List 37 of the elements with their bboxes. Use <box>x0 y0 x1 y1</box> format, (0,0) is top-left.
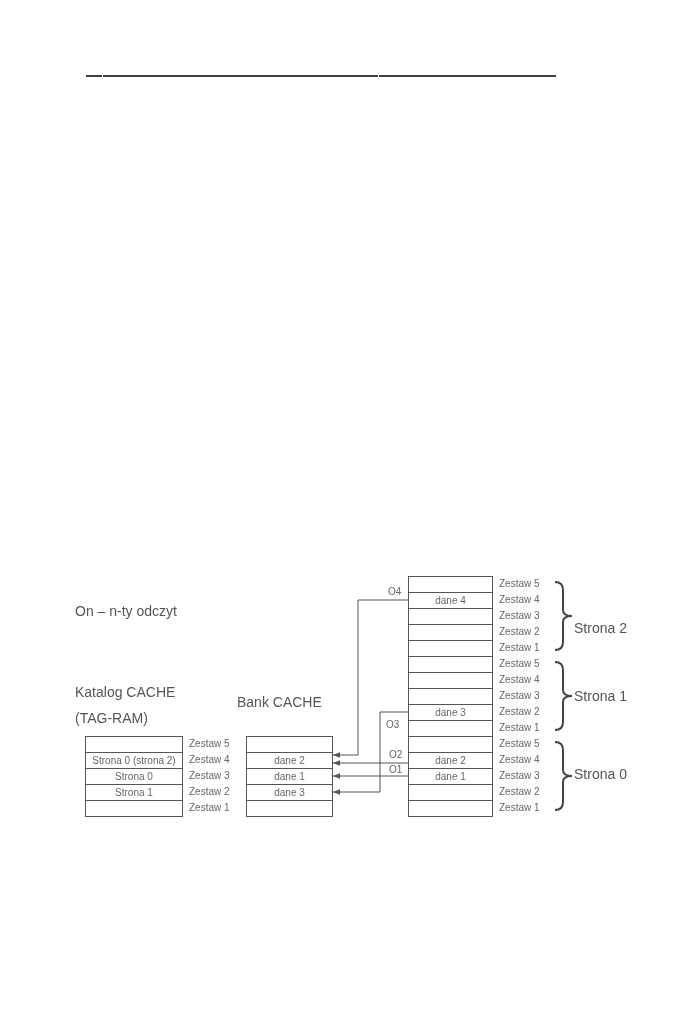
column-heading: Bank CACHE <box>237 694 323 710</box>
set-label: Zestaw 2 <box>499 626 540 638</box>
set-label: Zestaw 4 <box>189 754 230 766</box>
set-label: Zestaw 1 <box>499 802 540 814</box>
set-label: Zestaw 1 <box>189 802 230 814</box>
edge-label: O4 <box>387 586 403 597</box>
set-label: Zestaw 3 <box>499 610 540 622</box>
page-label: Strona 0 <box>574 766 628 782</box>
edge-label: O2 <box>388 749 404 760</box>
set-label: Zestaw 3 <box>189 770 230 782</box>
arrow <box>332 711 409 795</box>
set-label: Zestaw 4 <box>499 674 540 686</box>
set-label: Zestaw 2 <box>499 786 540 798</box>
note-text: On – n-ty odczyt <box>75 603 178 619</box>
set-label: Zestaw 1 <box>499 642 540 654</box>
set-label: Zestaw 3 <box>499 690 540 702</box>
set-label: Zestaw 5 <box>499 658 540 670</box>
set-label: Zestaw 3 <box>499 770 540 782</box>
set-label: Zestaw 5 <box>499 578 540 590</box>
column-heading: Katalog CACHE (TAG-RAM) <box>75 683 177 728</box>
edge-label: O3 <box>385 719 401 730</box>
set-label: Zestaw 4 <box>499 754 540 766</box>
arrow <box>332 599 409 758</box>
memory-cell <box>408 800 493 817</box>
arrow <box>332 760 409 766</box>
cache-line-cell <box>246 800 333 817</box>
tag-cell <box>85 800 183 817</box>
set-label: Zestaw 5 <box>499 738 540 750</box>
edge-label: O1 <box>388 764 404 775</box>
set-label: Zestaw 4 <box>499 594 540 606</box>
set-label: Zestaw 1 <box>499 722 540 734</box>
set-label: Zestaw 2 <box>189 786 230 798</box>
page-label: Strona 1 <box>574 688 628 704</box>
set-label: Zestaw 2 <box>499 706 540 718</box>
page-label: Strona 2 <box>574 620 628 636</box>
arrow <box>332 773 409 779</box>
set-label: Zestaw 5 <box>189 738 230 750</box>
